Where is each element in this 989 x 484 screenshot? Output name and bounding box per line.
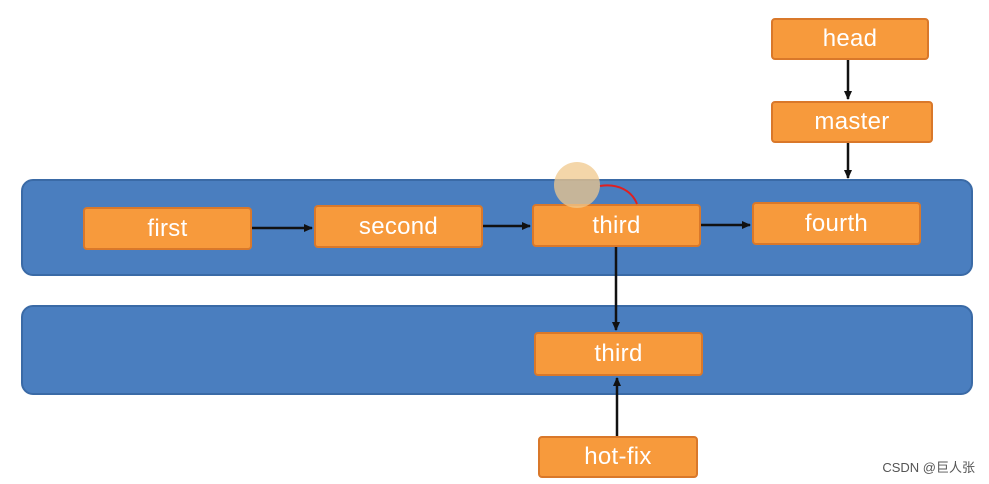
master-pointer-node: master xyxy=(771,101,933,143)
commit-second-node: second xyxy=(314,205,483,248)
commit-first-node: first xyxy=(83,207,252,250)
hotfix-branch-lane xyxy=(21,305,973,395)
cursor-highlight xyxy=(554,162,600,208)
head-pointer-node: head xyxy=(771,18,929,60)
hotfix-pointer-node: hot-fix xyxy=(538,436,698,478)
commit-third-node: third xyxy=(532,204,701,247)
commit-fourth-node: fourth xyxy=(752,202,921,245)
hotfix-third-node: third xyxy=(534,332,703,376)
watermark-text: CSDN @巨人张 xyxy=(882,460,975,475)
